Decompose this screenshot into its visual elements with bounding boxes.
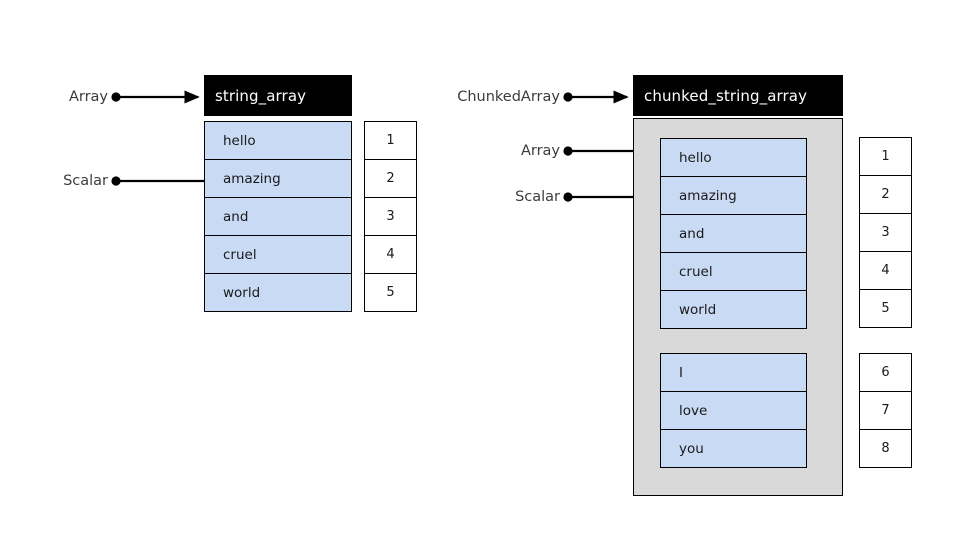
chunk-0-cell[interactable]: hello — [660, 138, 807, 177]
connector-right-chunkedarray — [563, 90, 629, 104]
right-index-cell: 2 — [859, 175, 912, 214]
label-right-array: Array — [520, 143, 560, 159]
right-index-cell: 6 — [859, 353, 912, 392]
left-array-cell[interactable]: amazing — [204, 159, 352, 198]
right-index-cell: 1 — [859, 137, 912, 176]
left-array-header: string_array — [204, 75, 352, 116]
left-array-cell[interactable]: world — [204, 273, 352, 312]
left-index-cell: 1 — [364, 121, 417, 160]
left-index-column: 1 2 3 4 5 — [364, 121, 417, 312]
right-chunkedarray-header: chunked_string_array — [633, 75, 843, 116]
left-array-cell[interactable]: and — [204, 197, 352, 236]
left-index-cell: 4 — [364, 235, 417, 274]
right-index-cell: 7 — [859, 391, 912, 430]
chunk-0: hello amazing and cruel world — [660, 138, 807, 329]
label-right-chunkedarray: ChunkedArray — [457, 89, 560, 105]
label-right-scalar: Scalar — [515, 189, 560, 205]
right-index-cell: 8 — [859, 429, 912, 468]
connector-left-array — [111, 90, 200, 104]
chunk-1-cell[interactable]: love — [660, 391, 807, 430]
label-left-array: Array — [68, 89, 108, 105]
chunk-1-cell[interactable]: I — [660, 353, 807, 392]
chunk-0-cell[interactable]: and — [660, 214, 807, 253]
right-index-column-chunk-1: 6 7 8 — [859, 353, 912, 468]
left-index-cell: 3 — [364, 197, 417, 236]
right-index-cell: 5 — [859, 289, 912, 328]
right-index-cell: 4 — [859, 251, 912, 290]
chunk-0-cell[interactable]: cruel — [660, 252, 807, 291]
right-index-column-chunk-0: 1 2 3 4 5 — [859, 137, 912, 328]
left-array-cell[interactable]: hello — [204, 121, 352, 160]
connector-left-scalar — [111, 174, 220, 188]
chunk-0-cell[interactable]: world — [660, 290, 807, 329]
right-index-cell: 3 — [859, 213, 912, 252]
chunk-1: I love you — [660, 353, 807, 468]
chunk-0-cell[interactable]: amazing — [660, 176, 807, 215]
label-left-scalar: Scalar — [63, 173, 108, 189]
chunk-1-cell[interactable]: you — [660, 429, 807, 468]
left-array-cells: hello amazing and cruel world — [204, 121, 352, 312]
left-array-cell[interactable]: cruel — [204, 235, 352, 274]
left-index-cell: 5 — [364, 273, 417, 312]
